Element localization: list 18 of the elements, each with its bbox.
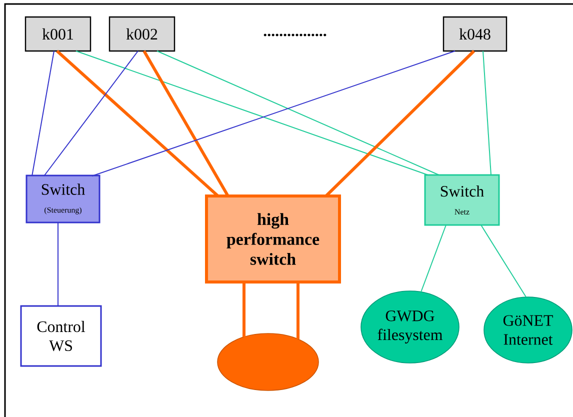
connection-line — [242, 282, 246, 337]
connection-line — [44, 50, 138, 176]
switch-box: high performance switch — [205, 194, 341, 284]
storage-ellipse — [217, 333, 319, 391]
computer-box: k048 — [442, 16, 508, 52]
connection-line — [482, 50, 492, 176]
ellipsis-dots: ................ — [264, 34, 326, 36]
computer-box: k002 — [108, 16, 176, 52]
connection-line — [420, 224, 446, 292]
connection-line — [156, 50, 440, 176]
connection-line — [56, 50, 219, 198]
connection-line — [32, 50, 54, 176]
computer-box: k001 — [24, 16, 92, 52]
connection-line — [480, 224, 526, 298]
connection-line — [142, 50, 230, 197]
connection-line — [296, 282, 300, 339]
workstation-box: Control WS — [20, 305, 102, 367]
connection-line — [324, 50, 476, 198]
